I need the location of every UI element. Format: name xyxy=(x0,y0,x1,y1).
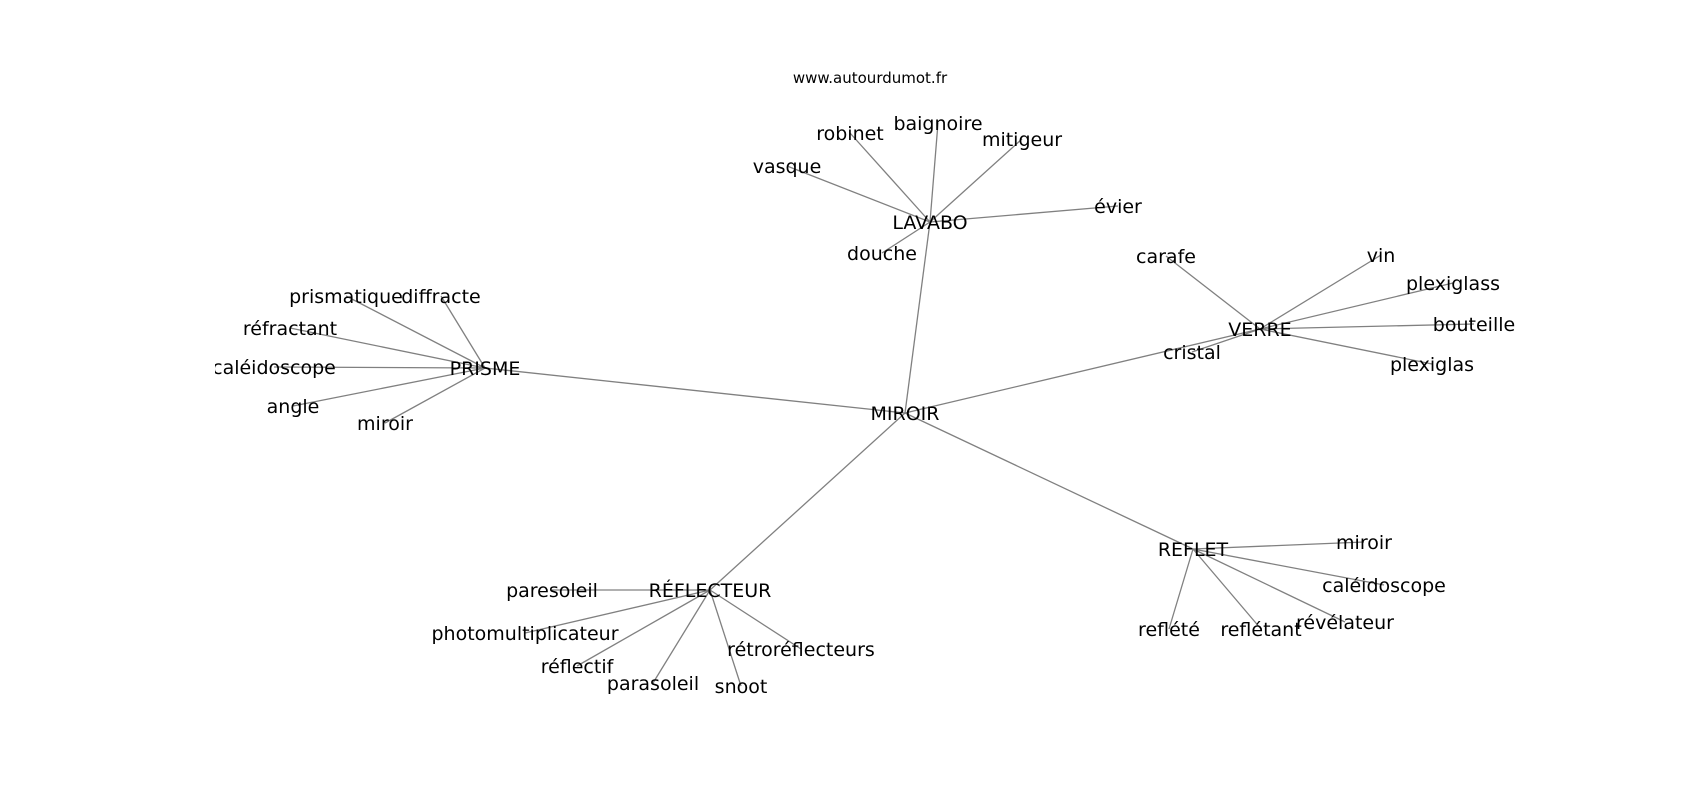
edge-lavabo-baignoire xyxy=(929,122,939,223)
node-leaf-reflete: reflété xyxy=(1138,619,1200,641)
node-leaf-caleidoscope: caléidoscope xyxy=(1322,575,1446,597)
node-hub-prisme: PRISME xyxy=(450,358,521,380)
node-leaf-mitigeur: mitigeur xyxy=(982,129,1062,151)
edge-center-verre xyxy=(904,328,1261,414)
node-center-miroir: MIROIR xyxy=(871,403,940,425)
edge-prisme-angle xyxy=(292,367,486,407)
node-leaf-baignoire: baignoire xyxy=(893,113,982,135)
node-leaf-revelateur: révélateur xyxy=(1296,612,1394,634)
node-leaf-refletant: reflétant xyxy=(1220,619,1301,641)
edge-center-reflet xyxy=(904,412,1194,550)
edge-verre-cristal xyxy=(1191,328,1261,353)
node-leaf-plexiglass: plexiglass xyxy=(1406,273,1500,295)
node-leaf-photomultiplicateur: photomultiplicateur xyxy=(431,623,618,645)
edge-reflet-reflete xyxy=(1168,548,1194,630)
graph-edges xyxy=(273,122,1475,687)
edge-verre-vin xyxy=(1259,254,1382,330)
node-leaf-refractant: réfractant xyxy=(243,318,337,340)
node-leaf-carafe: carafe xyxy=(1136,246,1196,268)
edge-verre-plexiglass xyxy=(1259,282,1454,330)
graph-labels: MIROIR LAVABO baignoire robinet mitigeur vasq… xyxy=(212,113,1515,698)
edge-reflecteur-retroreflecteurs xyxy=(709,589,802,650)
node-leaf-vasque: vasque xyxy=(753,156,822,178)
node-leaf-plexiglas: plexiglas xyxy=(1390,354,1474,376)
edge-reflet-miroir xyxy=(1192,541,1365,550)
node-leaf-retroreflecteurs: rétroréflecteurs xyxy=(727,639,875,661)
node-leaf-reflectif: réflectif xyxy=(541,656,615,678)
node-hub-reflet: REFLET xyxy=(1158,539,1229,561)
node-leaf-diffracte: diffracte xyxy=(401,286,480,308)
edge-verre-carafe xyxy=(1165,255,1261,330)
node-leaf-miroir: miroir xyxy=(357,413,413,435)
edge-prisme-caleidoscope xyxy=(273,366,486,369)
edge-reflet-revelateur xyxy=(1192,548,1346,623)
node-leaf-angle: angle xyxy=(267,396,320,418)
node-leaf-prismatique: prismatique xyxy=(289,286,403,308)
edge-lavabo-evier xyxy=(929,205,1119,223)
edge-center-prisme xyxy=(484,367,906,414)
node-hub-reflecteur: RÉFLECTEUR xyxy=(649,579,772,602)
edge-reflecteur-reflectif xyxy=(576,589,711,667)
edge-center-reflecteur xyxy=(709,412,906,591)
edge-verre-bouteille xyxy=(1259,323,1475,330)
node-hub-lavabo: LAVABO xyxy=(892,212,967,234)
edge-reflecteur-photomultiplicateur xyxy=(524,589,711,634)
node-leaf-robinet: robinet xyxy=(816,123,884,145)
edge-verre-plexiglas xyxy=(1259,328,1433,365)
edge-prisme-refractant xyxy=(289,327,486,369)
node-leaf-bouteille: bouteille xyxy=(1433,314,1515,336)
edge-lavabo-mitigeur xyxy=(929,138,1023,223)
node-leaf-parasoleil: parasoleil xyxy=(607,673,699,695)
node-leaf-vin: vin xyxy=(1367,245,1396,267)
edge-lavabo-douche xyxy=(881,221,931,254)
edge-reflet-caleidoscope xyxy=(1192,548,1385,586)
node-leaf-cristal: cristal xyxy=(1163,342,1221,364)
node-leaf-paresoleil: paresoleil xyxy=(506,580,598,602)
edge-lavabo-robinet xyxy=(849,132,931,223)
edge-reflecteur-parasoleil xyxy=(652,589,711,684)
node-leaf-douche: douche xyxy=(847,243,917,265)
node-leaf-snoot: snoot xyxy=(715,676,768,698)
edge-prisme-diffracte xyxy=(440,295,486,369)
edge-lavabo-vasque xyxy=(786,165,931,223)
node-leaf-evier: évier xyxy=(1094,196,1142,218)
edge-reflet-refletant xyxy=(1192,548,1262,630)
node-leaf-caleidoscope: caléidoscope xyxy=(212,357,336,379)
node-hub-verre: VERRE xyxy=(1228,319,1291,341)
edge-reflecteur-snoot xyxy=(709,589,742,687)
edge-center-lavabo xyxy=(904,221,931,414)
edge-prisme-prismatique xyxy=(345,295,486,369)
source-url: www.autourdumot.fr xyxy=(793,69,948,87)
node-leaf-miroir: miroir xyxy=(1336,532,1392,554)
edge-prisme-miroir xyxy=(384,367,486,424)
